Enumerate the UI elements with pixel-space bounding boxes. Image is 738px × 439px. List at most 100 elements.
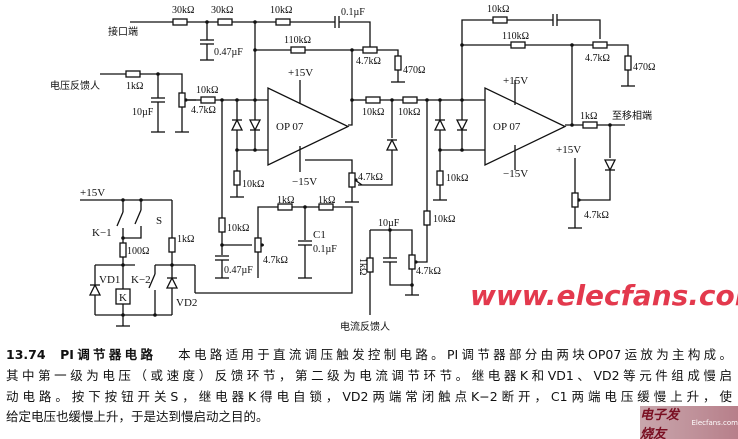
label-r-1k-left: 1kΩ <box>177 234 194 245</box>
figure-number: 13.74 <box>6 347 46 362</box>
wiper-arrow <box>260 243 264 247</box>
resistor-symbol <box>571 192 579 208</box>
resistor-symbol <box>592 41 608 49</box>
label-r-470-2: 470Ω <box>633 62 655 73</box>
junction-dot <box>410 283 414 287</box>
resistor-symbol <box>119 242 127 258</box>
resistor-symbol <box>624 55 632 71</box>
wire <box>607 44 629 56</box>
label-c-047u-top: 0.47µF <box>214 47 243 58</box>
resistor-symbol <box>172 18 188 26</box>
label-r-1k-vfb: 1kΩ <box>126 81 143 92</box>
wiper-arrow <box>354 178 358 182</box>
label-input-port: 接口端 <box>108 25 138 38</box>
caption-line-1: 13.74 PI调节器电路 本电路适用于直流调压触发控制电路。PI调节器部分由两… <box>6 344 732 363</box>
label-r-10k-ref: 10kΩ <box>227 223 249 234</box>
label-r-10k-mid1: 10kΩ <box>362 107 384 118</box>
resistor-symbol <box>275 18 291 26</box>
resistor-symbol <box>365 96 381 104</box>
label-r-1k-out: 1kΩ <box>580 111 597 122</box>
label-vfb-in: 电压反馈人 <box>50 79 100 92</box>
label-vcc-left: +15V <box>80 187 105 199</box>
wire <box>148 273 156 289</box>
logo-cn: 电子发烧友 <box>640 407 680 439</box>
label-c-01u-top: 0.1µF <box>341 7 365 18</box>
diode-symbol <box>165 276 179 289</box>
label-r-30k-a: 30kΩ <box>172 5 194 16</box>
wiper-arrow <box>577 198 581 202</box>
wire <box>140 73 183 93</box>
label-op1-vn: −15V <box>292 176 317 188</box>
label-op2-name: OP 07 <box>493 121 521 133</box>
diode-symbol <box>88 283 102 296</box>
resistor-symbol <box>290 46 306 54</box>
caption-text: 本电路适用于直流调压触发控制电路。PI调节器部分由两块OP07运放为主构成。 <box>178 347 732 362</box>
label-op1-vp: +15V <box>288 67 313 79</box>
label-r-1k-c1b: 1kΩ <box>318 195 335 206</box>
wire <box>348 50 353 126</box>
label-c-10u-ifb: 10µF <box>378 218 400 229</box>
resistor-symbol <box>233 170 241 186</box>
label-r-10k-in: 10kΩ <box>196 85 218 96</box>
label-r-10k-top: 10kΩ <box>270 5 292 16</box>
label-k1: K−1 <box>92 227 112 239</box>
opamp-symbol <box>484 86 567 167</box>
wire <box>134 209 142 225</box>
wire <box>257 206 278 238</box>
watermark: www.elecfans.com <box>470 279 738 312</box>
label-c1-val: 0.1µF <box>313 244 337 255</box>
caption-line-2: 其中第一级为电压（或速度）反馈环节，第二级为电流调节环节。继电器K和VD1、VD… <box>6 368 732 383</box>
wire <box>582 170 611 201</box>
junction-dot <box>460 148 464 152</box>
label-vd1: VD1 <box>99 274 120 286</box>
junction-dot <box>153 313 157 317</box>
site-logo: 电子发烧友 Elecfans.com <box>640 406 738 439</box>
wire <box>358 150 393 186</box>
wire <box>339 21 371 44</box>
label-r-10k-fb2: 10kΩ <box>487 4 509 15</box>
wire <box>305 159 353 173</box>
label-ifb-in: 电流反馈人 <box>340 320 390 333</box>
label-c-047u-ref: 0.47µF <box>224 265 253 276</box>
diode-symbol <box>455 119 469 132</box>
circuit-diagram: www.elecfans.com K 30kΩ 30kΩ 10kΩ 0.1µF … <box>50 4 738 333</box>
component-labels: 30kΩ 30kΩ 10kΩ 0.1µF 接口端 0.47µF 110kΩ 4.… <box>50 4 655 333</box>
label-r-110k-2: 110kΩ <box>502 31 529 42</box>
label-r-10k-ifb: 10kΩ <box>433 214 455 225</box>
resistor-symbol <box>510 41 526 49</box>
label-r-100: 100Ω <box>127 246 149 257</box>
resistor-symbol <box>408 254 416 270</box>
wiper-arrow <box>184 98 188 102</box>
label-pot-47k-1: 4.7kΩ <box>356 56 381 67</box>
logo-en: Elecfans.com <box>691 418 738 427</box>
resistor-symbol <box>582 121 598 129</box>
wire <box>123 226 142 239</box>
resistor-symbol <box>125 70 141 78</box>
label-c1-name: C1 <box>313 229 326 241</box>
wire <box>370 229 413 255</box>
resistor-symbol <box>217 18 233 26</box>
label-pot-47k-in: 4.7kΩ <box>191 105 216 116</box>
label-out-port: 至移相端 <box>612 109 652 122</box>
diode-symbol <box>248 119 262 132</box>
label-r-10k-gnd1: 10kΩ <box>242 179 264 190</box>
label-vd2: VD2 <box>176 297 197 309</box>
label-op2-vn: −15V <box>503 168 528 180</box>
diode-symbol <box>385 138 399 151</box>
resistor-symbol <box>394 55 402 71</box>
wire <box>389 262 412 286</box>
resistor-symbol <box>492 16 508 24</box>
resistor-symbol <box>254 237 262 253</box>
diode-symbol <box>603 159 617 172</box>
label-r-10k-mid2: 10kΩ <box>398 107 420 118</box>
resistor-symbol <box>362 46 378 54</box>
opamp-symbol <box>267 86 350 167</box>
label-out-vp: +15V <box>556 144 581 156</box>
wire <box>418 225 428 263</box>
resistor-symbol <box>178 92 186 108</box>
label-s: S <box>156 215 162 227</box>
resistor-symbol <box>168 237 176 253</box>
label-r-110k-1: 110kΩ <box>284 35 311 46</box>
figure-title: PI调节器电路 <box>60 347 157 362</box>
